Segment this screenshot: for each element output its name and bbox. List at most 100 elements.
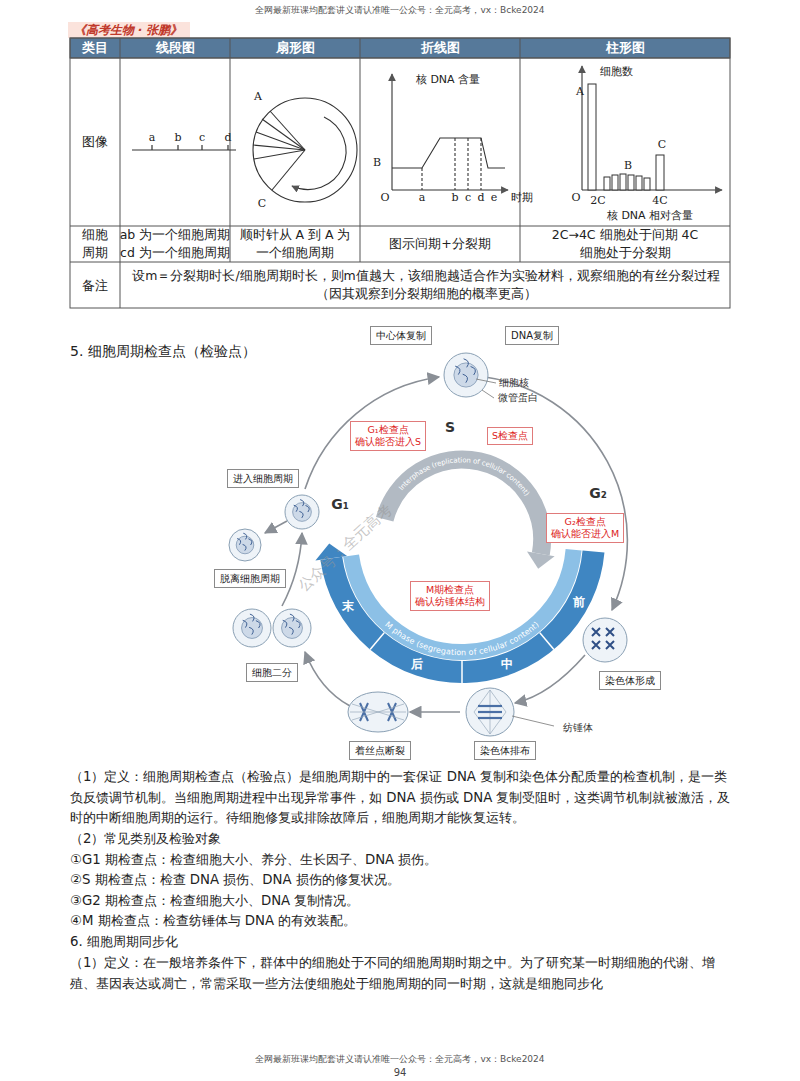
chromatin: [249, 627, 253, 634]
point-label: C: [258, 197, 266, 211]
table-cell: 设m＝分裂期时长/细胞周期时长，则m值越大，该细胞越适合作为实验材料，观察细胞的…: [128, 267, 724, 303]
chromatin: [243, 533, 246, 539]
table-cell: ab 为一个细胞周期 cd 为一个细胞周期: [116, 226, 234, 262]
bar-label: C: [658, 138, 666, 152]
table-grid: [70, 38, 730, 308]
bar-label: B: [624, 159, 632, 173]
chromatin: [455, 366, 460, 375]
tick-label: a: [419, 191, 426, 205]
box-title: G₁检查点: [355, 424, 421, 436]
cell: [285, 495, 319, 529]
checkpoint-box: M期检查点确认纺锤体结构: [410, 581, 490, 611]
tick-label: 2C: [590, 194, 605, 208]
table-cell: 顺时针从 A 到 A 为一个细胞周期: [239, 226, 351, 262]
nucleus: [454, 363, 478, 387]
chromatin: [248, 539, 251, 545]
chromosome: [592, 641, 600, 649]
axis-title: 核 DNA 含量: [416, 73, 480, 87]
process-box: 细胞二分: [246, 663, 298, 682]
phase-label: G₁: [331, 496, 349, 514]
table-header: 折线图: [421, 40, 460, 56]
tick-label: d: [477, 191, 484, 205]
segment-chart: [132, 145, 236, 150]
process-box: 染色体形成: [599, 671, 661, 690]
paragraph: （2）常见类别及检验对象: [70, 829, 732, 850]
cell-drawings: [229, 353, 627, 662]
point-label: b: [174, 131, 181, 145]
stage-label: 末: [342, 599, 354, 614]
chromatin: [306, 506, 310, 513]
paragraph: ②S 期检查点：检查 DNA 损伤、DNA 损伤的修复状况。: [70, 870, 732, 891]
process-box: 进入细胞周期: [227, 469, 299, 488]
point-label: B: [373, 156, 381, 170]
chromosome: [606, 628, 614, 636]
chromatin: [290, 614, 294, 621]
band-divider: [461, 661, 463, 683]
checkpoint-box: G₂检查点确认能否进入M: [546, 513, 624, 543]
box-title: 着丝点断裂: [355, 744, 405, 757]
checkpoint-box: G₁检查点确认能否进入S: [350, 421, 426, 451]
paragraph: ④M 期检查点：检查纺锤体与 DNA 的有效装配。: [70, 911, 732, 932]
nucleus: [242, 618, 263, 639]
tick-label: c: [465, 191, 471, 205]
axis-title: 时期: [511, 191, 533, 205]
checkpoint-box: S检查点: [487, 427, 533, 445]
paragraph: ③G2 期检查点：检查细胞大小、DNA 复制情况。: [70, 891, 732, 912]
point-label: a: [149, 131, 156, 145]
chromatin: [299, 511, 303, 518]
process-box: 中心体复制: [370, 326, 432, 345]
cell: [229, 529, 261, 561]
chromatin: [464, 359, 469, 368]
paragraph: ①G1 期检查点：检查细胞大小、养分、生长因子、DNA 损伤。: [70, 850, 732, 871]
nucleus: [236, 536, 254, 554]
tick-label: b: [451, 191, 458, 205]
cell: [233, 609, 271, 647]
box-title: S检查点: [492, 430, 528, 442]
nucleus: [282, 618, 303, 639]
table-header: 类目: [82, 40, 108, 56]
part-label: 纺锤体: [563, 722, 593, 734]
process-box: DNA复制: [505, 326, 559, 345]
line-chart: [392, 74, 508, 190]
fan-chart: [253, 98, 357, 202]
paragraph: （1）定义：在一般培养条件下，群体中的细胞处于不同的细胞周期时期之中。为了研究某…: [70, 953, 732, 994]
chromatin: [296, 621, 300, 628]
leader-lines: [476, 379, 554, 726]
cell: [583, 618, 627, 662]
chromatin: [237, 539, 240, 545]
paragraph: 6. 细胞周期同步化: [70, 932, 732, 953]
chromatin: [463, 374, 468, 383]
stage-label: 后: [411, 657, 423, 672]
box-title: M期检查点: [415, 584, 485, 596]
tick-label: 4C: [652, 194, 667, 208]
chromosome: [606, 641, 614, 649]
bar-chart: [582, 66, 722, 190]
band-divider: [370, 633, 384, 650]
phase-band-label: Interphase (replication of cellular cont…: [397, 456, 531, 497]
book-tag: 《高考生物 · 张鹏》: [74, 23, 183, 38]
footer-note: 全网最新班课均配套讲义请认准唯一公众号：全元高考，vx：Bcke2024: [255, 1054, 544, 1065]
chromatin: [243, 620, 247, 627]
process-box: 染色体排布: [474, 741, 536, 760]
chromatin: [471, 367, 476, 376]
page-number: 94: [394, 1067, 407, 1080]
cycle-arrows: [265, 377, 627, 712]
box-title: 脱离细胞周期: [220, 572, 280, 585]
part-label: 细胞核: [499, 377, 529, 389]
axis-origin: O: [571, 191, 580, 205]
phase-label: S: [445, 419, 455, 437]
box-title: 进入细胞周期: [233, 472, 293, 485]
metaphase-cell: [466, 688, 514, 736]
stage-label: 中: [501, 657, 513, 672]
table-cell: 图示间期+分裂期: [389, 235, 490, 253]
box-title: 染色体排布: [480, 744, 530, 757]
tag-strip: [68, 22, 190, 38]
table-cell: 细胞周期: [81, 226, 109, 262]
phase-label: G₂: [589, 485, 607, 503]
table-cell: 图像: [82, 133, 108, 151]
chromatin: [256, 621, 260, 628]
point-label: A: [254, 90, 262, 104]
nucleus: [293, 503, 312, 522]
box-title: 中心体复制: [376, 329, 426, 342]
